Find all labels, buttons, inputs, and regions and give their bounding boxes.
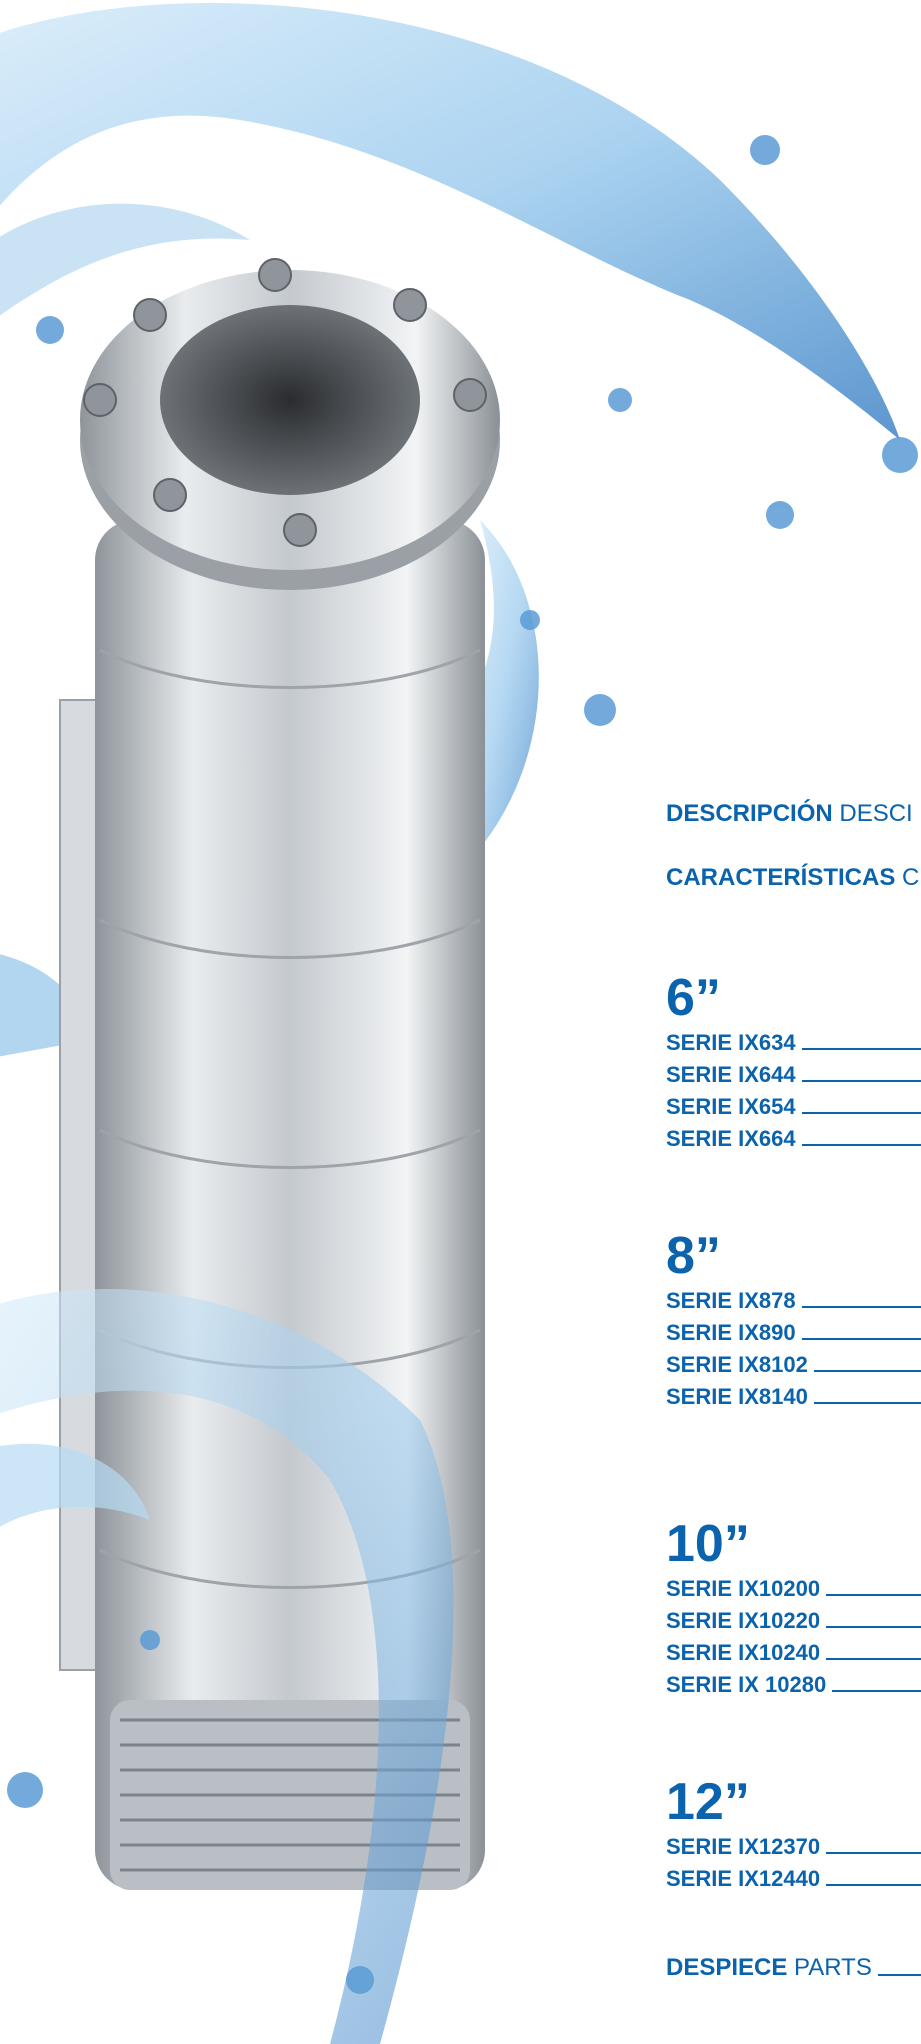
toc-entry[interactable]: SERIE IX654 <box>666 1090 921 1120</box>
toc-entry[interactable]: SERIE IX890 <box>666 1316 921 1346</box>
toc-entry[interactable]: SERIE IX664 <box>666 1122 921 1152</box>
toc-entry[interactable]: SERIE IX12440 <box>666 1862 921 1892</box>
size-heading-10: 10” <box>666 1515 750 1573</box>
toc-despiece[interactable]: DESPIECE PARTS <box>666 1952 921 1982</box>
toc-entry[interactable]: SERIE IX 10280 <box>666 1668 921 1698</box>
toc-descripcion[interactable]: DESCRIPCIÓN DESCI <box>666 800 913 827</box>
toc-entry[interactable]: SERIE IX8102 <box>666 1348 921 1378</box>
size-heading-6: 6” <box>666 969 721 1027</box>
toc-entry[interactable]: SERIE IX10240 <box>666 1636 921 1666</box>
size-heading-8: 8” <box>666 1227 721 1285</box>
toc-entry[interactable]: SERIE IX10200 <box>666 1572 921 1602</box>
toc-caracteristicas[interactable]: CARACTERÍSTICAS C <box>666 864 920 891</box>
toc-entry[interactable]: SERIE IX634 <box>666 1026 921 1056</box>
toc-entry[interactable]: SERIE IX878 <box>666 1284 921 1314</box>
toc-entry[interactable]: SERIE IX644 <box>666 1058 921 1088</box>
toc-entry[interactable]: SERIE IX12370 <box>666 1830 921 1860</box>
table-of-contents: DESCRIPCIÓN DESCI CARACTERÍSTICAS C 6” S… <box>666 0 921 2044</box>
size-heading-12: 12” <box>666 1773 750 1831</box>
toc-entry[interactable]: SERIE IX8140 <box>666 1380 921 1410</box>
toc-entry[interactable]: SERIE IX10220 <box>666 1604 921 1634</box>
